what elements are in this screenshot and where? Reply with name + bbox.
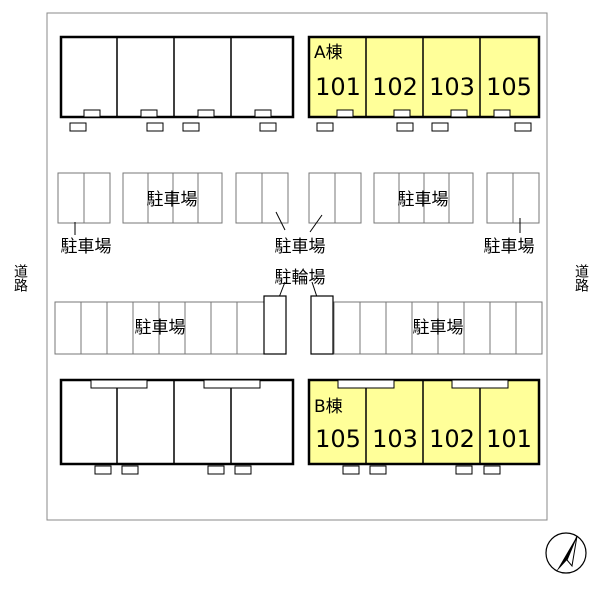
building-bottom-left bbox=[59, 378, 295, 475]
parking-label-6: 駐車場 bbox=[135, 318, 186, 338]
bicycle-parking-label: 駐輪場 bbox=[275, 268, 326, 288]
building-a-label: A棟 bbox=[314, 43, 343, 63]
svg-text:道路: 道路 bbox=[12, 264, 28, 292]
building-b-label: B棟 bbox=[314, 397, 343, 417]
building-top-left bbox=[59, 35, 295, 132]
north-arrow-icon bbox=[545, 532, 587, 574]
road-left: 道路 bbox=[12, 264, 28, 292]
parking-label-1: 駐車場 bbox=[61, 237, 112, 257]
unit-b-4: 101 bbox=[486, 425, 532, 453]
unit-b-3: 102 bbox=[429, 425, 475, 453]
parking-label-4: 駐車場 bbox=[398, 190, 449, 210]
unit-a-4: 105 bbox=[486, 73, 532, 101]
unit-a-3: 103 bbox=[429, 73, 475, 101]
parking-label-5: 駐車場 bbox=[484, 237, 535, 257]
unit-a-1: 101 bbox=[315, 73, 361, 101]
building-a: A棟 101 102 103 105 bbox=[307, 35, 541, 132]
parking-label-2: 駐車場 bbox=[147, 190, 198, 210]
parking-label-7: 駐車場 bbox=[413, 318, 464, 338]
svg-text:道路: 道路 bbox=[573, 264, 589, 292]
road-right: 道路 bbox=[573, 264, 589, 292]
parking-middle-row bbox=[57, 172, 540, 224]
unit-a-2: 102 bbox=[372, 73, 418, 101]
building-b: B棟 105 103 102 101 bbox=[307, 378, 541, 475]
parking-label-3: 駐車場 bbox=[275, 237, 326, 257]
unit-b-2: 103 bbox=[372, 425, 418, 453]
unit-b-1: 105 bbox=[315, 425, 361, 453]
bicycle-parking bbox=[263, 295, 334, 355]
